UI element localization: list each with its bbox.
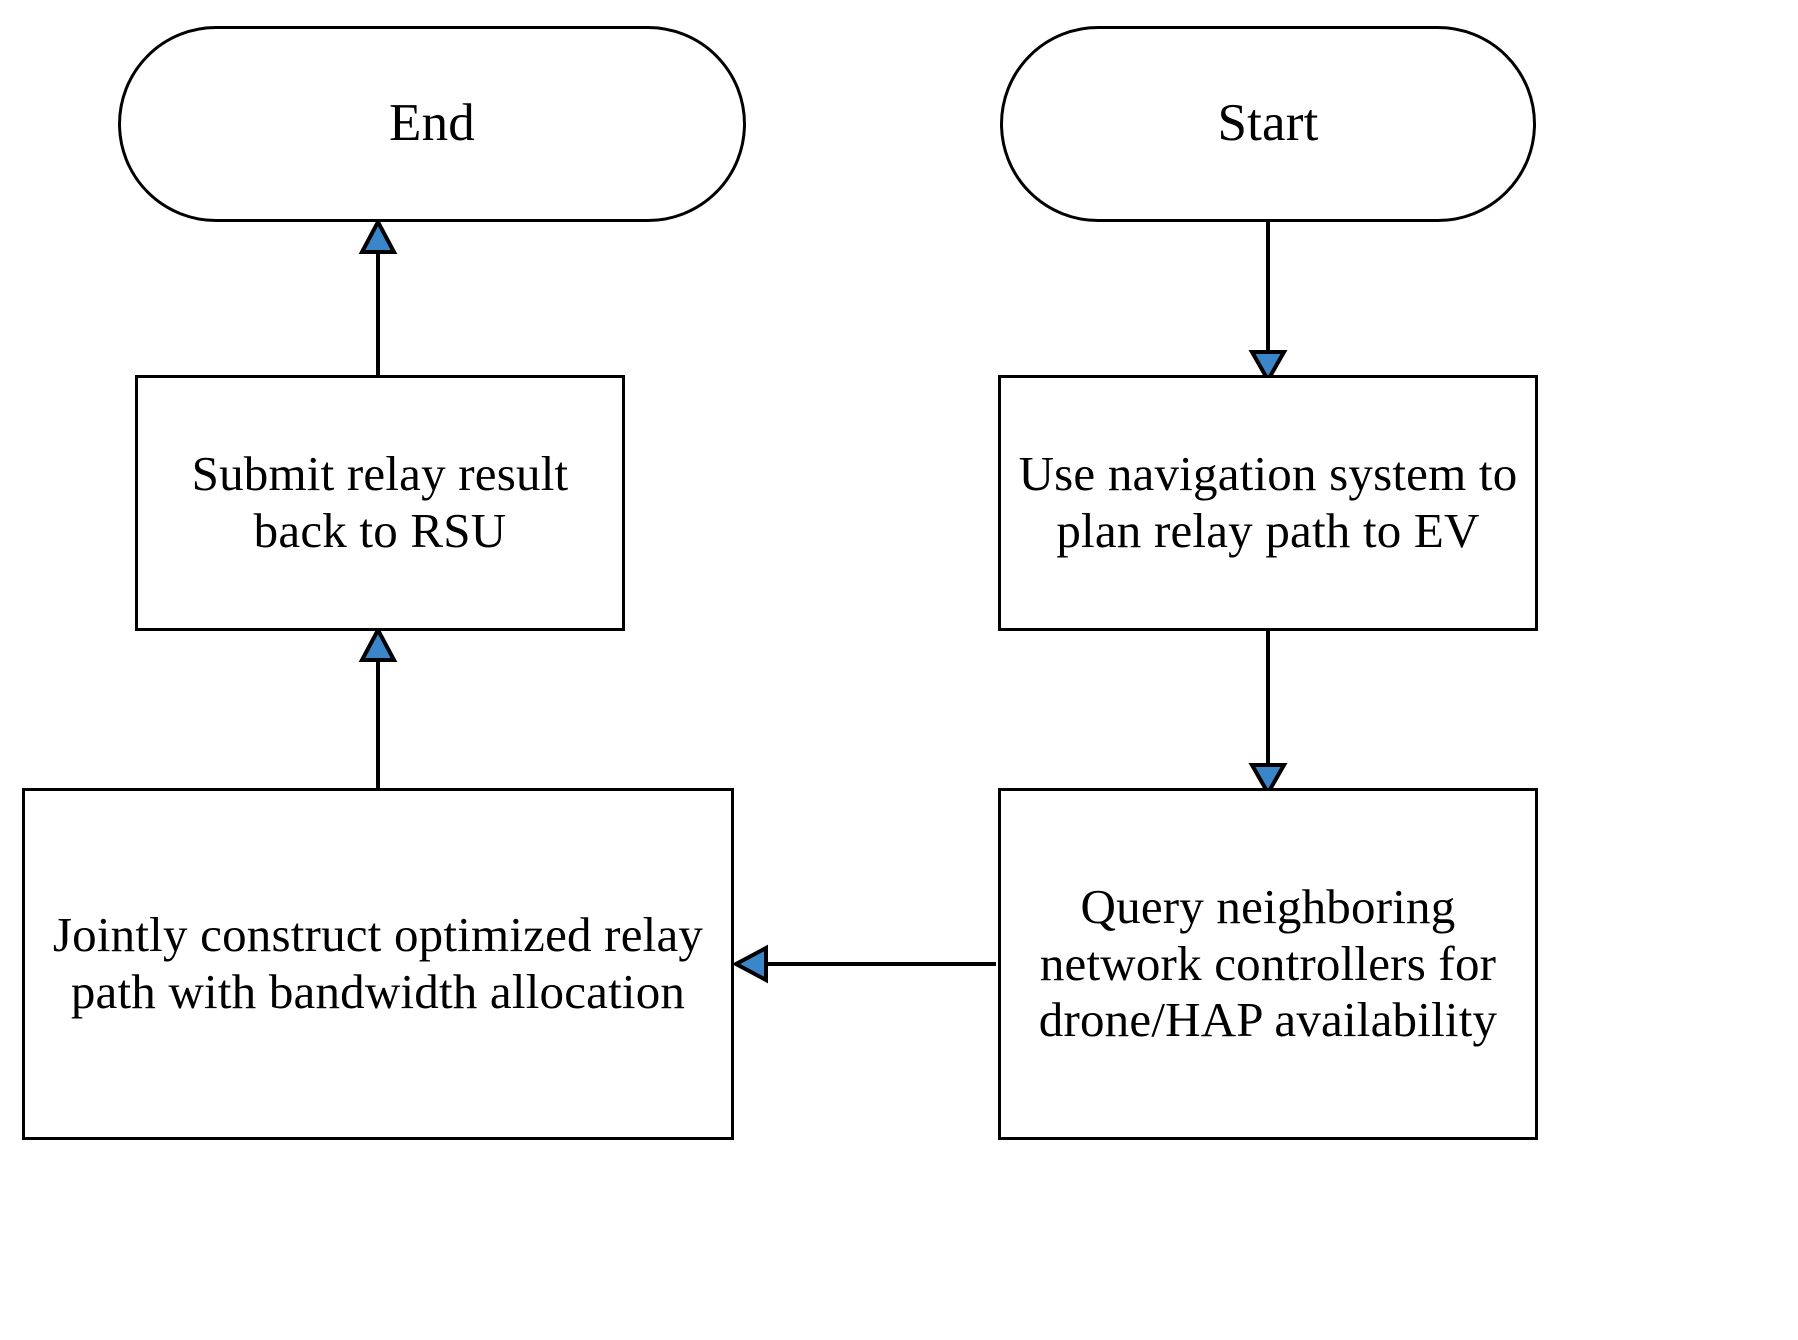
node-query-neighboring-controllers[interactable]: Query neighboring network controllers fo… — [998, 788, 1538, 1140]
node-start[interactable]: Start — [1000, 26, 1536, 222]
node-query-neighboring-controllers-label: Query neighboring network controllers fo… — [1038, 878, 1498, 1048]
node-end[interactable]: End — [118, 26, 746, 222]
edge-jointly-submit — [358, 625, 398, 788]
node-jointly-construct-path[interactable]: Jointly construct optimized relay path w… — [22, 788, 734, 1140]
node-use-navigation-system-label: Use navigation system to plan relay path… — [1018, 446, 1518, 558]
edge-query-jointly — [731, 944, 996, 984]
edge-start-navigate — [1248, 222, 1288, 385]
edge-navigate-query — [1248, 631, 1288, 798]
node-jointly-construct-path-label: Jointly construct optimized relay path w… — [52, 907, 704, 1019]
node-start-label: Start — [1217, 94, 1319, 153]
edge-submit-end — [358, 217, 398, 375]
node-end-label: End — [389, 94, 475, 153]
node-use-navigation-system[interactable]: Use navigation system to plan relay path… — [998, 375, 1538, 631]
node-submit-relay-result[interactable]: Submit relay result back to RSU — [135, 375, 625, 631]
node-submit-relay-result-label: Submit relay result back to RSU — [191, 446, 569, 558]
